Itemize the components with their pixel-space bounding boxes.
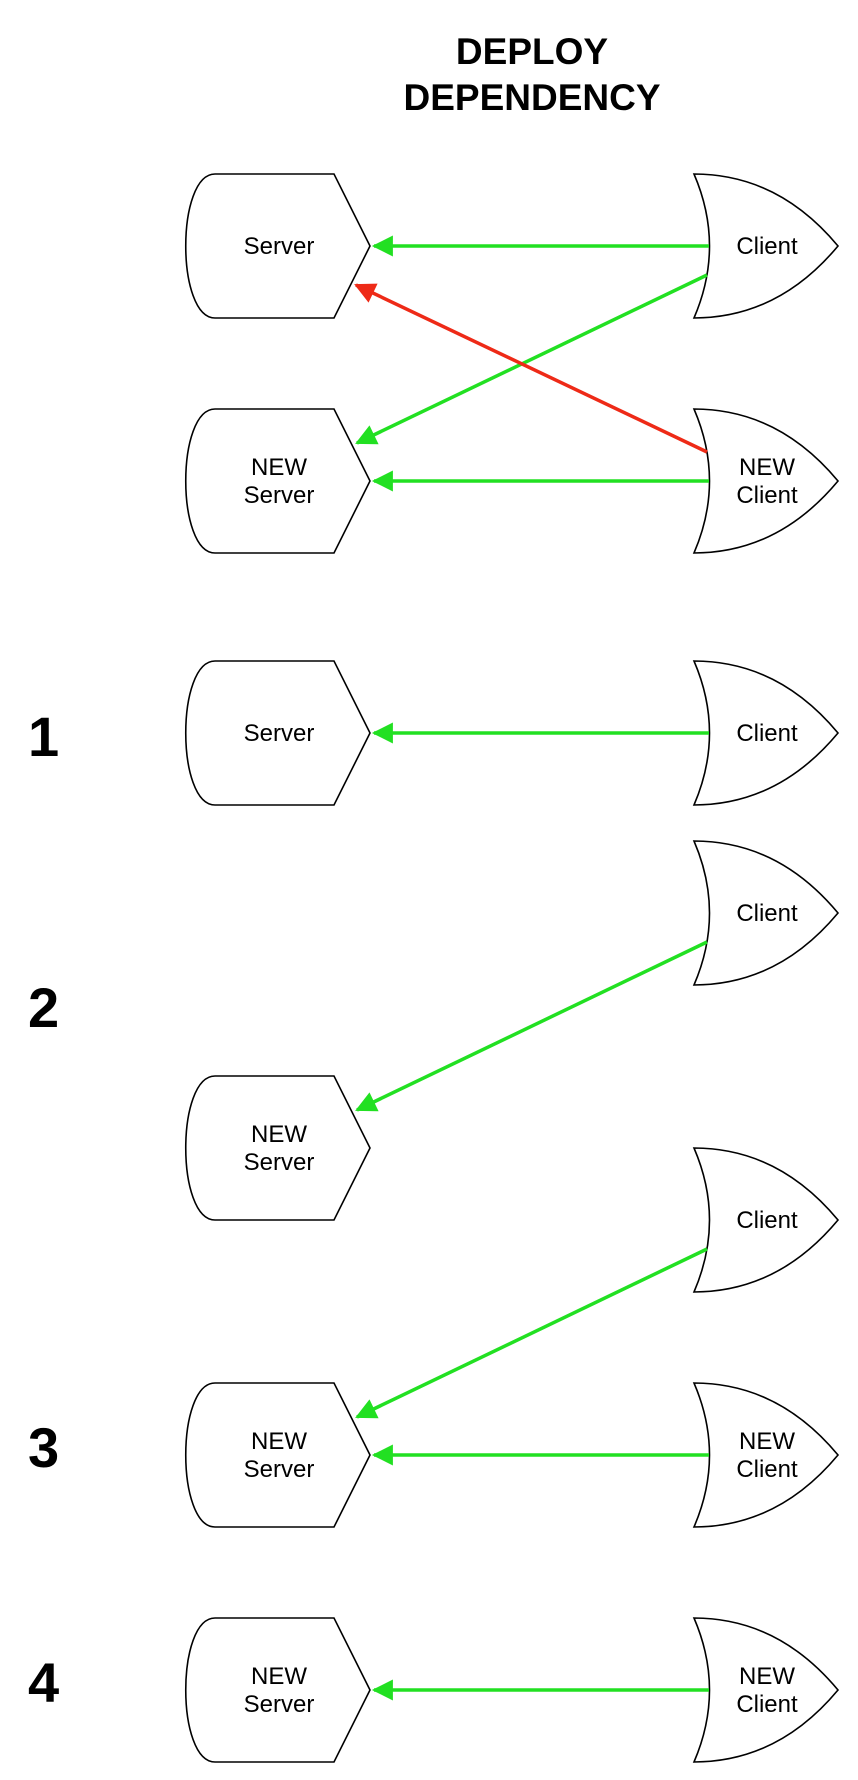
arrow-new-client-to-server-broken <box>354 283 708 454</box>
node-label: Client <box>736 720 798 747</box>
step-number-3: 3 <box>28 1416 59 1479</box>
node-label-line-1: NEW <box>251 1121 307 1148</box>
node-label-line-1: NEW <box>251 1663 307 1690</box>
node-label-line-2: Server <box>244 1149 315 1176</box>
node-label: Server <box>244 233 315 260</box>
overview-server-node: Server <box>185 173 371 319</box>
step3-client-node: Client <box>692 1147 840 1293</box>
node-label-line-2: Server <box>244 482 315 509</box>
step3-new-client-node: NEW Client <box>692 1382 840 1528</box>
node-label-line-2: Client <box>736 1691 798 1718</box>
node-label: Client <box>736 1207 798 1234</box>
arrow-client-to-new-server <box>355 1247 708 1419</box>
step4-new-client-node: NEW Client <box>692 1617 840 1763</box>
node-label: Server <box>244 720 315 747</box>
node-label-line-1: NEW <box>251 1428 307 1455</box>
node-label: Client <box>736 900 798 927</box>
step2-new-server-node: NEW Server <box>185 1075 371 1221</box>
node-label: Client <box>736 233 798 260</box>
node-label-line-2: Server <box>244 1691 315 1718</box>
node-label-line-2: Server <box>244 1456 315 1483</box>
step3-new-server-node: NEW Server <box>185 1382 371 1528</box>
node-label-line-1: NEW <box>251 454 307 481</box>
arrow-client-to-new-server <box>355 940 708 1112</box>
overview-new-client-node: NEW Client <box>692 408 840 554</box>
node-label-line-2: Client <box>736 482 798 509</box>
arrow-client-to-new-server <box>355 273 708 445</box>
overview-new-server-node: NEW Server <box>185 408 371 554</box>
node-label-line-1: NEW <box>739 1663 795 1690</box>
node-label-line-2: Client <box>736 1456 798 1483</box>
overview-client-node: Client <box>692 173 840 319</box>
step1-server-node: Server <box>185 660 371 806</box>
step-number-1: 1 <box>28 705 59 768</box>
node-label-line-1: NEW <box>739 454 795 481</box>
step1-client-node: Client <box>692 660 840 806</box>
step2-client-node: Client <box>692 840 840 986</box>
step-number-4: 4 <box>28 1651 59 1714</box>
title-line-1: DEPLOY <box>456 31 608 72</box>
node-label-line-1: NEW <box>739 1428 795 1455</box>
step-number-2: 2 <box>28 976 59 1039</box>
step4-new-server-node: NEW Server <box>185 1617 371 1763</box>
title-line-2: DEPENDENCY <box>404 77 661 118</box>
